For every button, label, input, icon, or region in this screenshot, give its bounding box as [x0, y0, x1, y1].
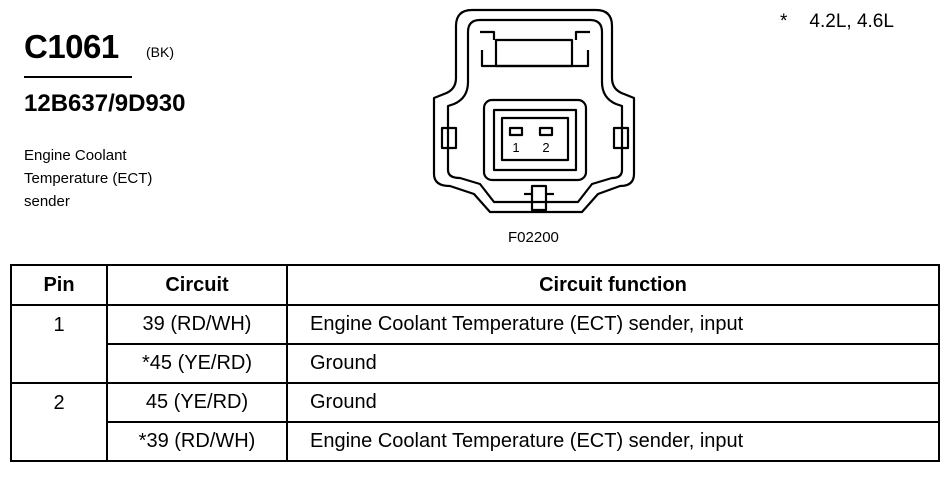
part-number: 12B637/9D930 — [24, 90, 186, 117]
circuit-cell: *45 (YE/RD) — [106, 343, 288, 384]
terminal-label-1: 1 — [512, 140, 519, 155]
connector-outer-shell — [432, 8, 636, 214]
circuit-cell: 39 (RD/WH) — [106, 304, 288, 345]
function-cell: Ground — [286, 343, 940, 384]
connector-face-drawing: 1 2 — [432, 8, 636, 214]
top-latch — [494, 38, 574, 68]
table-row: *39 (RD/WH) Engine Coolant Temperature (… — [11, 421, 940, 462]
bottom-latch — [530, 184, 548, 212]
circuit-cell: *39 (RD/WH) — [106, 421, 288, 462]
description-line: Temperature (ECT) — [24, 170, 153, 187]
connector-id: C1061 — [24, 28, 119, 65]
terminal-cavity-inner — [492, 108, 578, 172]
pin-table: Pin Circuit Circuit function 1 39 (RD/WH… — [10, 264, 940, 462]
table-row: 1 39 (RD/WH) Engine Coolant Temperature … — [10, 304, 940, 384]
terminal-housing — [500, 116, 570, 162]
note-text: 4.2L, 4.6L — [809, 11, 894, 32]
circuit-cell: 45 (YE/RD) — [106, 382, 288, 423]
color-code: (BK) — [146, 44, 174, 60]
header-circuit-function: Circuit function — [286, 264, 940, 306]
description-line: sender — [24, 193, 70, 210]
figure-id: F02200 — [508, 229, 559, 246]
connector-id-underline — [24, 76, 132, 78]
table-row: *45 (YE/RD) Ground — [11, 343, 940, 384]
left-key — [440, 126, 458, 150]
terminal-1 — [508, 126, 524, 137]
note-symbol: * — [780, 11, 788, 32]
pin-cell: 2 — [10, 382, 108, 462]
terminal-2 — [538, 126, 554, 137]
terminal-label-2: 2 — [542, 140, 549, 155]
right-key — [612, 126, 630, 150]
function-cell: Engine Coolant Temperature (ECT) sender,… — [286, 304, 940, 345]
connector-inner-shell — [446, 18, 624, 204]
description-line: Engine Coolant — [24, 147, 127, 164]
terminal-cavity-outer — [482, 98, 588, 182]
function-cell: Ground — [286, 382, 940, 423]
pin-cell: 1 — [10, 304, 108, 384]
header-pin: Pin — [10, 264, 108, 306]
table-header-row: Pin Circuit Circuit function — [10, 264, 940, 306]
connector-description: Engine Coolant Temperature (ECT) sender — [24, 144, 224, 213]
engine-note: * 4.2L, 4.6L — [780, 11, 894, 33]
header-circuit: Circuit — [106, 264, 288, 306]
table-row: 2 45 (YE/RD) Ground — [10, 382, 940, 462]
top-latch-inner — [480, 50, 590, 68]
function-cell: Engine Coolant Temperature (ECT) sender,… — [286, 421, 940, 462]
